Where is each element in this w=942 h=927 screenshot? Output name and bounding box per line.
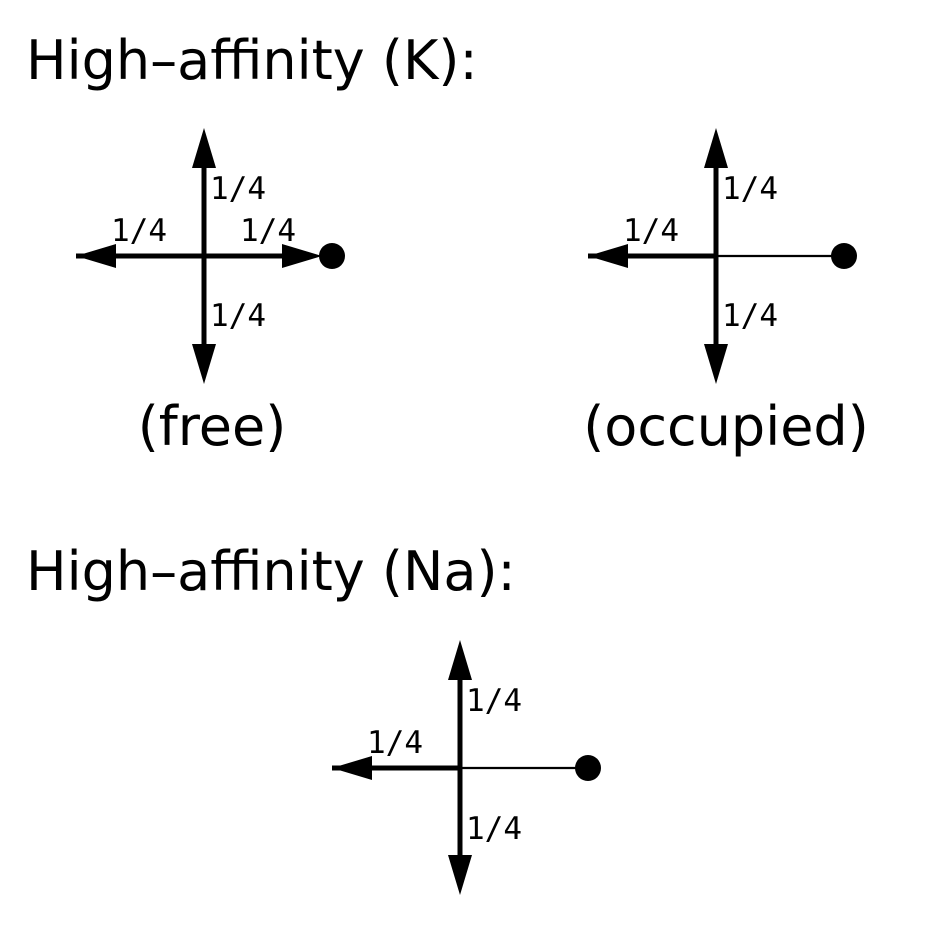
up-arrowhead [192, 128, 216, 168]
right-probability-label: 1/4 [240, 213, 296, 249]
left-arrowhead [588, 244, 628, 268]
down-probability-label: 1/4 [210, 298, 266, 334]
binding-site-dot [575, 755, 601, 781]
down-probability-label: 1/4 [722, 298, 778, 334]
binding-site-dot [831, 243, 857, 269]
panel-k-free: 1/4 1/4 1/4 1/4 (free) [76, 128, 345, 458]
left-probability-label: 1/4 [367, 725, 423, 761]
right-arrowhead [282, 244, 322, 268]
up-probability-label: 1/4 [210, 171, 266, 207]
binding-site-dot [319, 243, 345, 269]
left-arrowhead [76, 244, 116, 268]
left-probability-label: 1/4 [623, 213, 679, 249]
left-arrowhead [332, 756, 372, 780]
panel-k-occupied: 1/4 1/4 1/4 (occupied) [583, 128, 869, 458]
down-arrowhead [192, 344, 216, 384]
down-probability-label: 1/4 [466, 811, 522, 847]
up-arrowhead [448, 640, 472, 680]
up-arrowhead [704, 128, 728, 168]
panel-na: 1/4 1/4 1/4 [332, 640, 601, 895]
down-arrowhead [448, 855, 472, 895]
panel-caption-free: (free) [138, 395, 287, 458]
section-heading-na: High–affinity (Na): [26, 540, 516, 603]
section-heading-k: High–affinity (K): [26, 29, 478, 92]
panel-caption-occupied: (occupied) [583, 395, 869, 458]
left-probability-label: 1/4 [111, 213, 167, 249]
up-probability-label: 1/4 [466, 683, 522, 719]
down-arrowhead [704, 344, 728, 384]
up-probability-label: 1/4 [722, 171, 778, 207]
